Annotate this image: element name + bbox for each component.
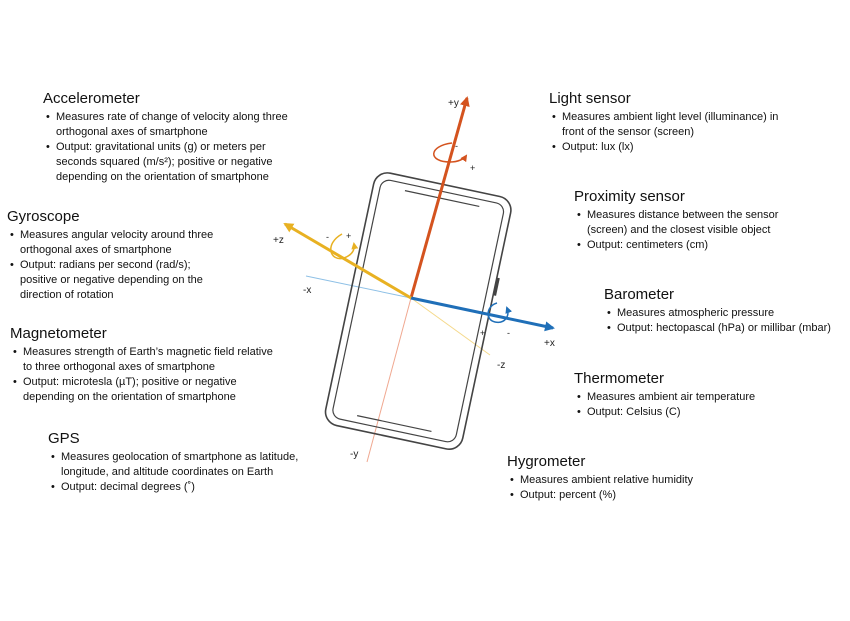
thermometer-title: Thermometer xyxy=(574,370,665,387)
hygrometer-item-2: Output: percent (%) xyxy=(507,488,693,503)
pos-y-label: +y xyxy=(448,98,459,109)
z-rotation-icon xyxy=(330,233,359,260)
gps-item-1: Measures geolocation of smartphone as la… xyxy=(48,450,298,480)
pos-x-label: +x xyxy=(544,338,555,349)
z-rotation-plus: + xyxy=(346,231,351,241)
proximity-sensor-title: Proximity sensor xyxy=(574,188,685,205)
phone-body xyxy=(324,172,512,450)
accelerometer-item-1: Measures rate of change of velocity alon… xyxy=(43,110,288,140)
z-rotation-minus: - xyxy=(326,232,329,242)
pos-z-label: +z xyxy=(273,235,284,246)
light-sensor-title: Light sensor xyxy=(549,90,631,107)
magnetometer-block: Magnetometer Measures strength of Earth’… xyxy=(10,325,273,405)
pos-z-axis-arrow xyxy=(283,222,412,300)
barometer-block: Barometer Measures atmospheric pressure … xyxy=(604,286,831,336)
thermometer-item-1: Measures ambient air temperature xyxy=(574,390,755,405)
hygrometer-title: Hygrometer xyxy=(507,453,586,470)
light-sensor-block: Light sensor Measures ambient light leve… xyxy=(549,90,778,155)
neg-z-axis-line xyxy=(410,297,491,356)
neg-x-label: -x xyxy=(303,285,311,296)
accelerometer-title: Accelerometer xyxy=(43,90,140,107)
y-rotation-icon xyxy=(433,142,468,163)
smartphone-outline xyxy=(324,172,512,450)
phone-top-speaker xyxy=(404,190,480,208)
thermometer-item-2: Output: Celsius (C) xyxy=(574,405,755,420)
y-rotation-plus: + xyxy=(470,163,475,173)
accelerometer-block: Accelerometer Measures rate of change of… xyxy=(43,90,288,185)
neg-z-label: -z xyxy=(497,360,505,371)
hygrometer-block: Hygrometer Measures ambient relative hum… xyxy=(507,453,693,503)
proximity-sensor-item-1: Measures distance between the sensor (sc… xyxy=(574,208,778,238)
y-rotation-minus: - xyxy=(455,141,458,151)
gyroscope-item-2: Output: radians per second (rad/s); posi… xyxy=(7,258,213,303)
phone-bottom-bar xyxy=(357,415,432,432)
barometer-item-2: Output: hectopascal (hPa) or millibar (m… xyxy=(604,321,831,336)
magnetometer-item-2: Output: microtesla (µT); positive or neg… xyxy=(10,375,273,405)
barometer-item-1: Measures atmospheric pressure xyxy=(604,306,831,321)
neg-y-axis-line xyxy=(366,297,412,463)
pos-y-axis-arrow xyxy=(409,96,470,299)
proximity-sensor-item-2: Output: centimeters (cm) xyxy=(574,238,778,253)
x-rotation-icon xyxy=(487,302,513,324)
x-rotation-minus: - xyxy=(507,328,510,338)
thermometer-block: Thermometer Measures ambient air tempera… xyxy=(574,370,755,420)
neg-y-label: -y xyxy=(350,449,358,460)
light-sensor-item-2: Output: lux (lx) xyxy=(549,140,778,155)
gps-item-2: Output: decimal degrees (˚) xyxy=(48,480,298,495)
x-rotation-plus: + xyxy=(480,328,485,338)
phone-screen xyxy=(332,179,505,443)
gps-block: GPS Measures geolocation of smartphone a… xyxy=(48,430,298,495)
magnetometer-title: Magnetometer xyxy=(10,325,107,342)
accelerometer-item-2: Output: gravitational units (g) or meter… xyxy=(43,140,288,185)
light-sensor-item-1: Measures ambient light level (illuminanc… xyxy=(549,110,778,140)
gps-title: GPS xyxy=(48,430,80,447)
gyroscope-title: Gyroscope xyxy=(7,208,80,225)
pos-x-axis-arrow xyxy=(410,296,555,332)
barometer-title: Barometer xyxy=(604,286,675,303)
proximity-sensor-block: Proximity sensor Measures distance betwe… xyxy=(574,188,778,253)
hygrometer-item-1: Measures ambient relative humidity xyxy=(507,473,693,488)
magnetometer-item-1: Measures strength of Earth’s magnetic fi… xyxy=(10,345,273,375)
phone-side-button xyxy=(493,277,500,296)
gyroscope-item-1: Measures angular velocity around three o… xyxy=(7,228,213,258)
gyroscope-block: Gyroscope Measures angular velocity arou… xyxy=(7,208,213,303)
